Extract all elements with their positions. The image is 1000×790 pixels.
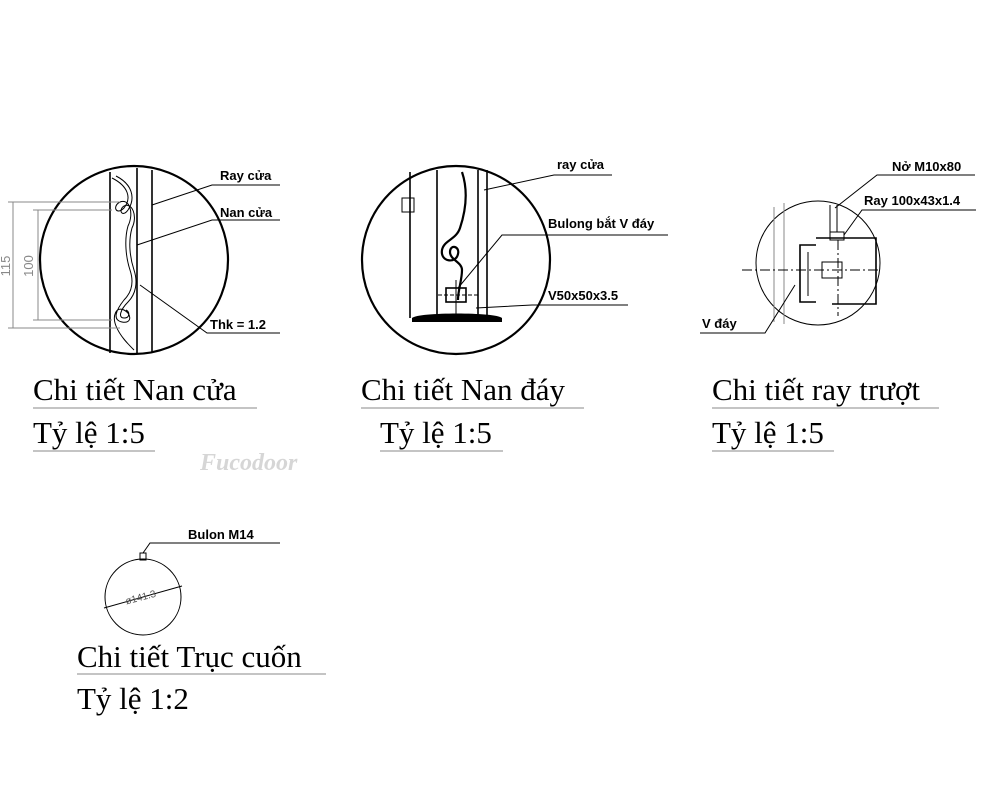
label-ray-100: Ray 100x43x1.4 (864, 193, 961, 208)
detail-scale: Tỷ lệ 1:2 (77, 681, 189, 716)
rail-profile (799, 244, 816, 303)
dimension-115: 115 (0, 256, 13, 277)
label-ray-cua: ray cửa (557, 157, 605, 172)
leader-line (700, 284, 796, 334)
dimension-100: 100 (21, 255, 36, 277)
detail-scale: Tỷ lệ 1:5 (33, 415, 145, 450)
shaft-circle (104, 558, 182, 636)
leader-line (475, 304, 628, 309)
rail-stub (401, 197, 415, 213)
leader-line (142, 542, 280, 554)
slat-profile (115, 175, 137, 319)
detail-circle (360, 164, 552, 356)
label-bulon: Bulon M14 (188, 527, 254, 542)
detail-nan-cua: 115 100 Ray cửa Nan cửa Thk = 1.2 Chi ti… (0, 164, 280, 452)
leader-line (139, 284, 280, 334)
detail-title: Chi tiết Nan cửa (33, 372, 237, 407)
leader-line (136, 219, 280, 246)
leader-line (151, 184, 280, 206)
label-v-day: V đáy (702, 316, 737, 331)
bottom-angle (412, 313, 502, 322)
detail-scale: Tỷ lệ 1:5 (712, 415, 824, 450)
detail-truc-cuon: ø141.3 Bulon M14 Chi tiết Trục cuốn Tỷ l… (77, 527, 326, 716)
diameter-label: ø141.3 (124, 589, 157, 608)
label-bulong: Bulong bắt V đáy (548, 216, 655, 231)
detail-circle (38, 164, 230, 356)
leader-line (843, 209, 976, 236)
rail-profile (816, 237, 877, 305)
detail-ray-truot: Nở M10x80 Ray 100x43x1.4 V đáy Chi tiết … (700, 159, 976, 452)
bottom-v (821, 261, 843, 279)
leader-line (483, 174, 612, 191)
detail-title: Chi tiết Nan đáy (361, 372, 566, 407)
watermark: Fucodoor (199, 450, 298, 476)
label-thickness: Thk = 1.2 (210, 317, 266, 332)
detail-title: Chi tiết ray trượt (712, 372, 920, 407)
label-no-m10: Nở M10x80 (892, 159, 961, 174)
slat-hook (440, 171, 467, 301)
label-angle: V50x50x3.5 (548, 288, 618, 303)
leader-line (834, 174, 975, 209)
detail-title: Chi tiết Trục cuốn (77, 639, 302, 674)
label-ray-cua: Ray cửa (220, 168, 272, 183)
diameter-line (103, 585, 183, 609)
detail-nan-day: ray cửa Bulong bắt V đáy V50x50x3.5 Chi … (360, 157, 668, 452)
leader-line (457, 234, 668, 289)
detail-scale: Tỷ lệ 1:5 (380, 415, 492, 450)
label-nan-cua: Nan cửa (220, 205, 273, 220)
slat-profile (111, 177, 135, 351)
detail-circle (755, 200, 881, 326)
